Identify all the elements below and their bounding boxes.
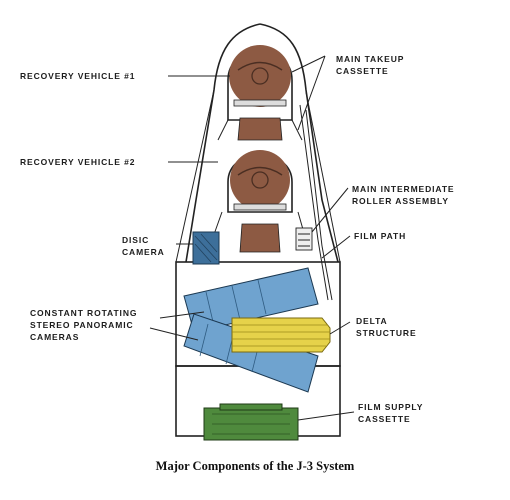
label-main-takeup: MAIN TAKEUP (336, 54, 404, 64)
panoramic-camera-upper (183, 267, 319, 333)
label-delta: DELTA (356, 316, 388, 326)
label-film-supply-cassette: CASSETTE (358, 414, 411, 424)
label-recovery-vehicle-1: RECOVERY VEHICLE #1 (20, 71, 135, 81)
label-main-intermediate: MAIN INTERMEDIATE (352, 184, 455, 194)
film-supply-cassette (203, 403, 299, 441)
recovery-vehicle-2 (211, 150, 307, 253)
label-main-takeup-cassette: CASSETTE (336, 66, 389, 76)
leader-lines (149, 55, 355, 421)
label-delta-structure: STRUCTURE (356, 328, 417, 338)
label-stereo-panoramic: STEREO PANORAMIC (30, 320, 134, 330)
label-film-supply: FILM SUPPLY (358, 402, 423, 412)
main-takeup-cassette-1 (229, 45, 291, 107)
panoramic-camera-lower (183, 313, 319, 393)
intermediate-roller-assembly (295, 227, 313, 251)
label-roller-assembly: ROLLER ASSEMBLY (352, 196, 449, 206)
label-constant-rotating: CONSTANT ROTATING (30, 308, 137, 318)
label-disic: DISIC (122, 235, 149, 245)
recovery-vehicle-1 (217, 45, 303, 141)
delta-structure (231, 317, 331, 353)
figure-caption: Major Components of the J-3 System (156, 459, 355, 473)
label-film-path: FILM PATH (354, 231, 406, 241)
label-disic-camera: CAMERA (122, 247, 165, 257)
label-recovery-vehicle-2: RECOVERY VEHICLE #2 (20, 157, 135, 167)
main-takeup-cassette-2 (230, 150, 290, 210)
label-cameras: CAMERAS (30, 332, 79, 342)
